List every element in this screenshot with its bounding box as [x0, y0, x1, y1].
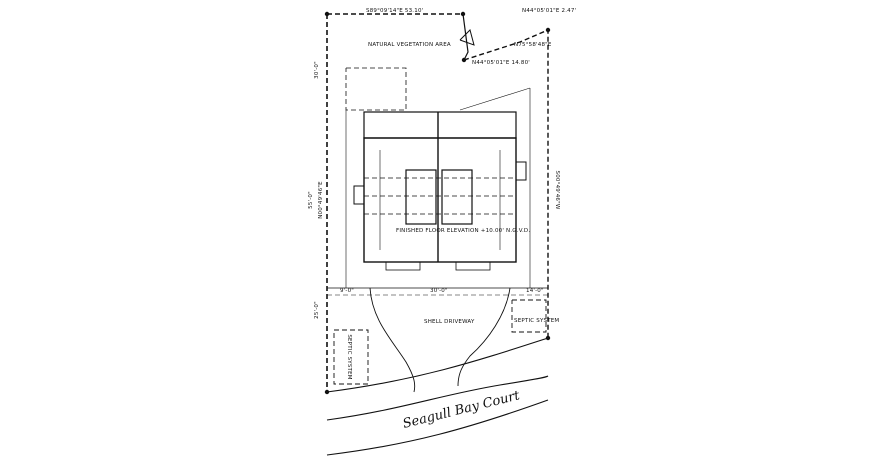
bearing-ne-upper: N44°05'01"E 2.47' [522, 8, 576, 14]
street-name: Seagull Bay Court [401, 388, 522, 432]
entry-step [385, 261, 421, 271]
bearing-west: N00°49'46"E [318, 181, 324, 219]
right-bump-out [515, 161, 527, 181]
survey-marker [545, 27, 551, 33]
survey-marker [461, 57, 467, 63]
left-bump-out [353, 185, 365, 205]
dimension-front-right: 14'-0" [526, 288, 544, 294]
driveway [369, 287, 511, 393]
dimension-front-left: 9'-0" [340, 288, 354, 294]
septic-areas [333, 299, 547, 385]
stair-core [405, 169, 437, 225]
label-vegetation: NATURAL VEGETATION AREA [368, 42, 451, 48]
dimension-west-bottom: 25'-0" [314, 301, 320, 319]
dimension-west-top: 30'-0" [314, 61, 320, 79]
building-footprint [353, 111, 527, 271]
survey-marker [460, 11, 466, 17]
street [326, 337, 549, 456]
bearing-north: S89°09'14"E 53.10' [366, 8, 423, 14]
bearing-ne-lower: N44°05'01"E 14.80' [472, 60, 530, 66]
label-septic-right: SEPTIC SYSTEM [514, 318, 559, 324]
dimension-front-mid: 30'-0" [430, 288, 448, 294]
stair-core [441, 169, 473, 225]
label-septic-left: SEPTIC SYSTEM [346, 334, 352, 379]
bearing-ne-mid: N75°58'48"E [514, 42, 552, 48]
bearing-east: S00°49'46"W [554, 171, 560, 210]
survey-marker [324, 11, 330, 17]
label-floor-elevation: FINISHED FLOOR ELEVATION +10.00' N.G.V.D… [396, 228, 530, 234]
label-driveway: SHELL DRIVEWAY [424, 319, 475, 325]
setback-lines [327, 67, 548, 296]
dimension-west-mid: 55'-0" [308, 191, 314, 209]
entry-step [455, 261, 491, 271]
